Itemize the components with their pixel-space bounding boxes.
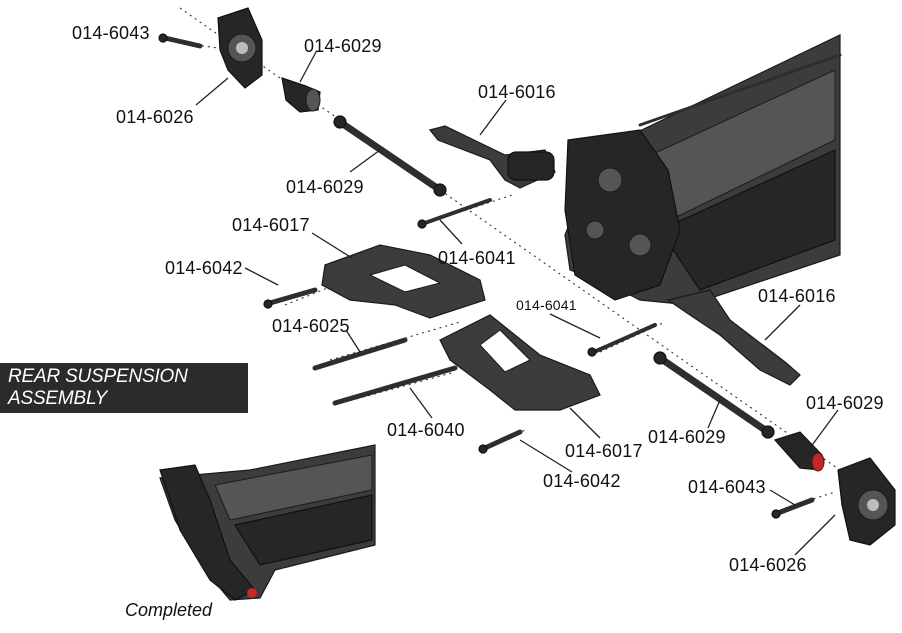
part-label: 014-6029 [304,36,382,56]
hinge-pin-lower [587,323,657,357]
chassis [564,34,842,306]
part-label: 014-6042 [543,471,621,491]
hinge-pin-6040 [332,365,458,406]
part-label: 014-6017 [232,215,310,235]
part-labels: 014-6043 014-6029 014-6026 014-6016 014-… [72,23,884,575]
upper-arm-left [428,125,556,189]
hinge-pin-6025 [312,337,408,371]
part-label: 014-6041 [516,297,577,313]
part-label: 014-6029 [286,177,364,197]
part-label: 014-6043 [688,477,766,497]
part-label: 014-6016 [478,82,556,102]
driveshaft-right [653,351,775,439]
axle-cup-upper [281,77,321,113]
part-label: 014-6016 [758,286,836,306]
part-label: 014-6043 [72,23,150,43]
hub-carrier-right [837,457,896,546]
driveshaft-left [333,115,447,197]
part-label: 014-6042 [165,258,243,278]
part-label: 014-6017 [565,441,643,461]
part-label: 014-6026 [729,555,807,575]
part-label: 014-6041 [438,248,516,268]
part-label: 014-6026 [116,107,194,127]
hinge-pin-upper [417,198,492,229]
upper-arm-right [666,289,801,386]
bolt-lower-right [478,429,523,454]
part-label: 014-6040 [387,420,465,440]
lower-arm-right [439,314,601,411]
part-label: 014-6029 [806,393,884,413]
part-label: 014-6025 [272,316,350,336]
bolt-upper-left [158,33,203,49]
completed-caption: Completed [125,600,213,620]
bolt-lower-hub [771,497,815,519]
completed-assembly-image [159,444,376,601]
bolt-lower-left [263,287,318,309]
page-title: REAR SUSPENSION ASSEMBLY [8,366,188,409]
axle-cup-lower [773,431,825,472]
hub-carrier-left [217,7,263,89]
part-label: 014-6029 [648,427,726,447]
lower-arm-left [321,244,486,319]
leader-lines [195,51,839,556]
title-banner: REAR SUSPENSION ASSEMBLY [0,363,248,413]
